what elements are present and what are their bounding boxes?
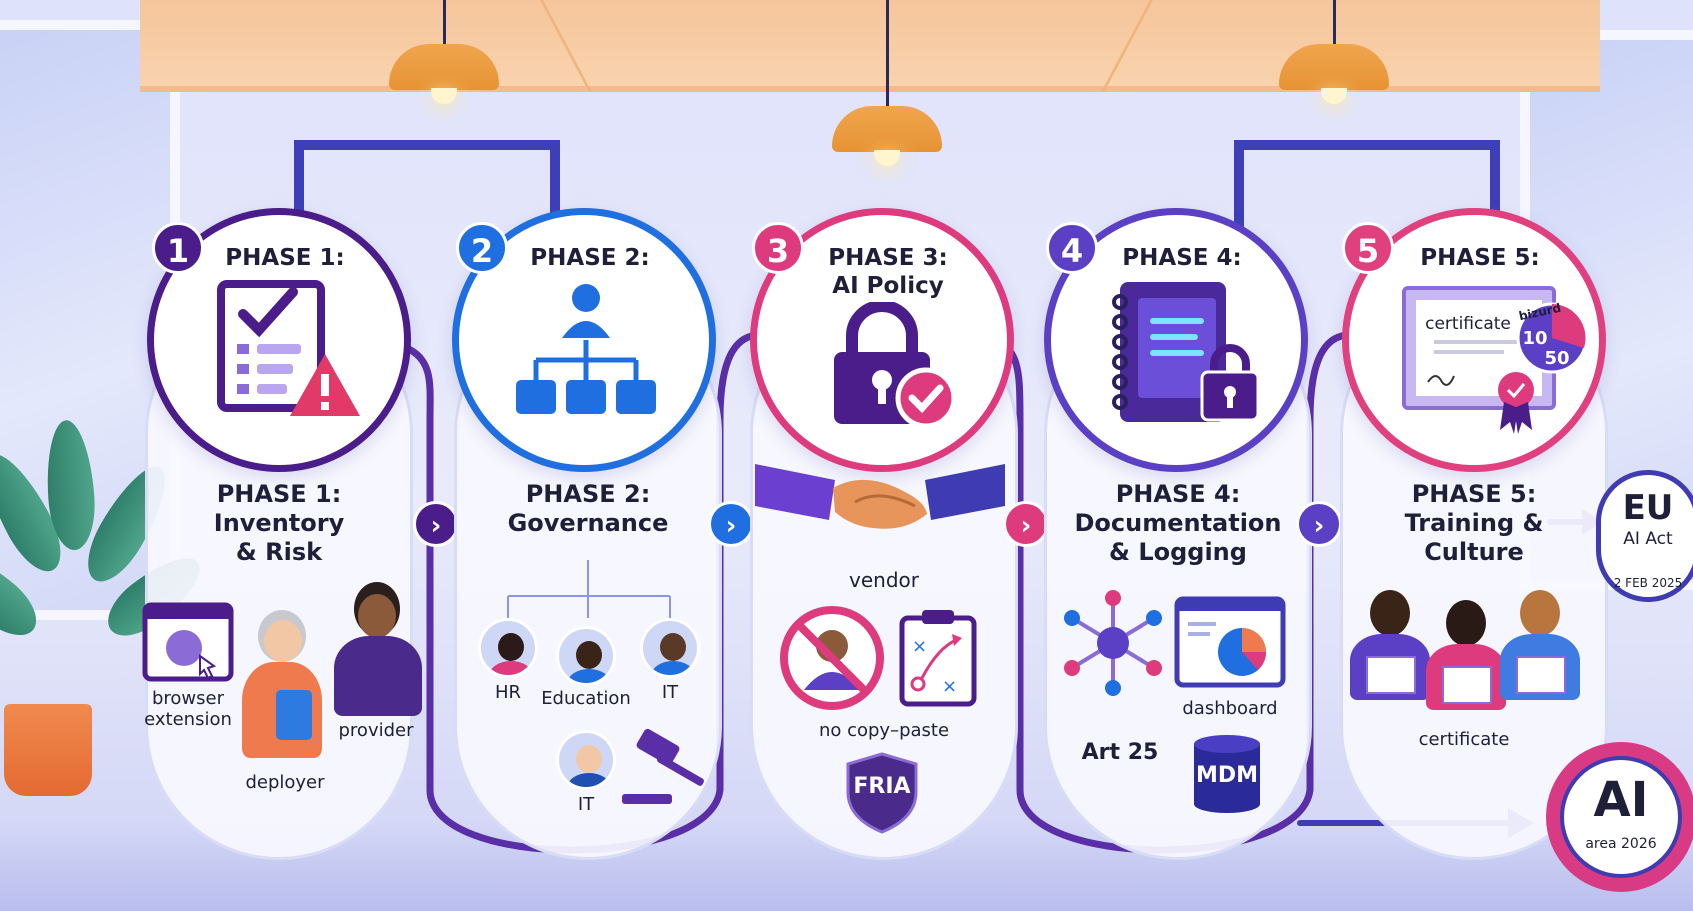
phase-5-title: PHASE 5: Training & Culture (1340, 480, 1608, 567)
phase-4-ring-title: PHASE 4: (1122, 245, 1242, 271)
dashboard-icon (1174, 596, 1286, 688)
phase-4-number-badge: 4 (1046, 222, 1098, 274)
pendant-lamp-right (1279, 44, 1389, 104)
certificate-number-50: 50 (1544, 348, 1570, 369)
phase-5-title-line-1: PHASE 5: (1411, 480, 1537, 508)
certificate-word: certificate (1425, 314, 1511, 334)
svg-text:×: × (912, 636, 927, 657)
no-copy-paste-label: no copy–paste (818, 720, 950, 741)
eu-date: 2 FEB 2025 (1613, 576, 1683, 590)
padlock-check-icon (834, 302, 957, 429)
phase-5-title-line-3: Culture (1424, 538, 1524, 566)
label-extension: extension (144, 709, 232, 730)
phase-2-title: PHASE 2: Governance (454, 480, 722, 538)
eu-line-2: AI Act (1623, 529, 1673, 549)
phase-3-ring-title-line-2: AI Policy (832, 273, 944, 299)
pendant-lamp-center (832, 106, 942, 166)
strategy-clipboard-icon: × × (899, 610, 977, 707)
dashboard-label: dashboard (1182, 698, 1278, 719)
it-avatar-1 (640, 618, 700, 678)
phase-4-title-line-1: PHASE 4: (1115, 480, 1241, 508)
hr-avatar (478, 618, 538, 678)
phase-2-number-badge: 2 (456, 222, 508, 274)
ai-area-seal: AI area 2026 (1546, 742, 1693, 892)
browser-extension-icon (142, 602, 234, 682)
provider-person (334, 582, 422, 716)
gavel-icon (622, 728, 704, 804)
phase-5-number-badge: 5 (1342, 222, 1394, 274)
phase-2-title-line-1: PHASE 2: (525, 480, 651, 508)
phase-1-title-line-3: & Risk (235, 538, 323, 566)
org-chart-icon (516, 284, 656, 414)
phase-1-next-arrow: › (413, 501, 459, 547)
education-label: Education (541, 688, 631, 709)
notebook-lock-icon (1112, 282, 1260, 422)
eu-ai-act-badge: EU AI Act 2 FEB 2025 (1596, 470, 1693, 602)
label-browser: browser (151, 688, 225, 709)
certificate-number-10: 10 (1522, 328, 1548, 349)
mdm-database-icon (1194, 735, 1260, 813)
deployer-label: deployer (245, 772, 325, 793)
phase-2-title-line-2: Governance (507, 509, 669, 537)
certificate-icon (1402, 286, 1588, 434)
phase-2-ring-title: PHASE 2: (530, 245, 650, 271)
it-label-1: IT (661, 682, 679, 703)
ai-seal-line-1: AI (1593, 772, 1649, 828)
it-avatar-2 (556, 730, 616, 790)
network-hub-icon (1064, 590, 1162, 696)
ai-seal-line-2: area 2026 (1585, 836, 1657, 852)
deployer-person (236, 610, 326, 760)
phase-1-title-line-1: PHASE 1: (216, 480, 342, 508)
phase-1-title-line-2: Inventory (213, 509, 345, 537)
it-label-2: IT (577, 794, 595, 815)
governance-tree-lines (507, 560, 671, 618)
phase-4-title: PHASE 4: Documentation & Logging (1044, 480, 1312, 567)
phase-4-next-arrow: › (1296, 501, 1342, 547)
phase-3-ring-title-line-1: PHASE 3: (828, 245, 948, 271)
phase-3-number-badge: 3 (752, 222, 804, 274)
provider-label: provider (338, 720, 414, 741)
trainees-certificate-label: certificate (1418, 729, 1510, 750)
no-copy-paste-icon (780, 606, 884, 710)
pendant-lamp-left (389, 44, 499, 104)
mdm-label: MDM (1195, 763, 1259, 788)
phase-1-number-badge: 1 (152, 222, 204, 274)
art-25-label: Art 25 (1081, 740, 1159, 765)
eu-line-1: EU (1622, 488, 1674, 528)
fria-shield-icon (846, 752, 918, 834)
education-avatar (556, 626, 616, 686)
phase-1-ring-title: PHASE 1: (225, 245, 345, 271)
phase-1-title: PHASE 1: Inventory & Risk (145, 480, 413, 567)
phase-4-title-line-3: & Logging (1109, 538, 1247, 566)
svg-text:×: × (942, 676, 957, 697)
vendor-label: vendor (849, 568, 919, 592)
handshake-icon (755, 464, 1005, 529)
hr-label: HR (494, 682, 522, 703)
phase-3-next-arrow: › (1003, 501, 1049, 547)
phase-4-title-line-2: Documentation (1074, 509, 1282, 537)
phase-5-title-line-2: Training & (1404, 509, 1544, 537)
browser-extension-label: browser extension (138, 688, 238, 730)
phase-3-ring-title: PHASE 3: AI Policy (756, 244, 1020, 300)
phase-5-ring-title: PHASE 5: (1420, 245, 1540, 271)
phase-2-next-arrow: › (708, 501, 754, 547)
checklist-warning-icon (217, 280, 360, 416)
fria-label: FRIA (853, 774, 911, 799)
